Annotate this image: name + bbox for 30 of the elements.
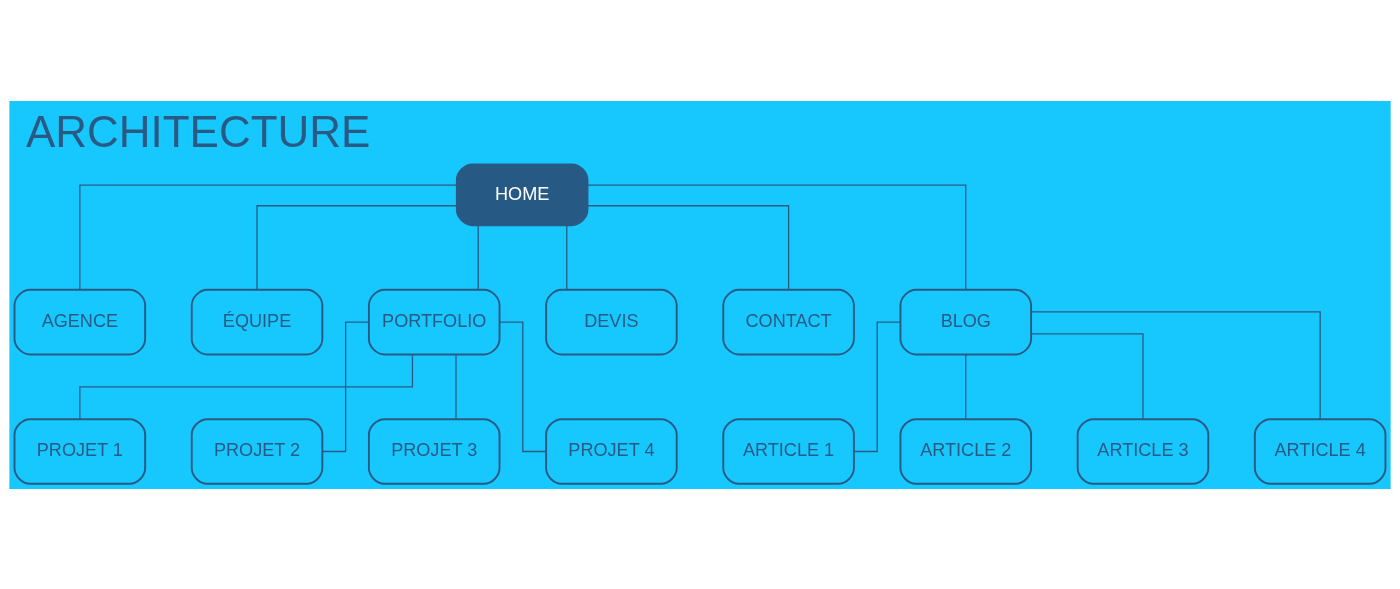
connector <box>566 224 568 290</box>
connector <box>853 321 902 452</box>
node-box: ARTICLE 2 <box>899 417 1033 485</box>
node-box: PROJET 2 <box>190 417 324 485</box>
connector <box>586 183 967 290</box>
node-box: BLOG <box>899 288 1033 355</box>
connector <box>1030 310 1321 420</box>
connector <box>1030 332 1144 419</box>
node-box: ARTICLE 4 <box>1253 417 1387 485</box>
connector <box>321 321 370 452</box>
node-box: PORTFOLIO <box>367 288 501 355</box>
node-box: HOME <box>455 162 589 226</box>
connector <box>256 204 458 290</box>
connector <box>477 224 479 290</box>
node-box: PROJET 4 <box>545 417 678 485</box>
connector <box>587 204 790 290</box>
node-box: CONTACT <box>722 288 855 355</box>
connector <box>965 353 967 419</box>
connector <box>79 353 414 419</box>
node-box: PROJET 1 <box>13 417 147 485</box>
connector <box>79 183 458 290</box>
connector <box>455 353 457 419</box>
node-box: PROJET 3 <box>367 417 501 485</box>
node-box: ARTICLE 1 <box>722 417 855 485</box>
node-box: DEVIS <box>545 288 678 355</box>
node-box: ARTICLE 3 <box>1076 417 1210 485</box>
connector <box>498 321 547 452</box>
node-box: AGENCE <box>13 288 147 355</box>
diagram-title: ARCHITECTURE <box>25 106 371 156</box>
node-box: ÉQUIPE <box>190 288 324 355</box>
